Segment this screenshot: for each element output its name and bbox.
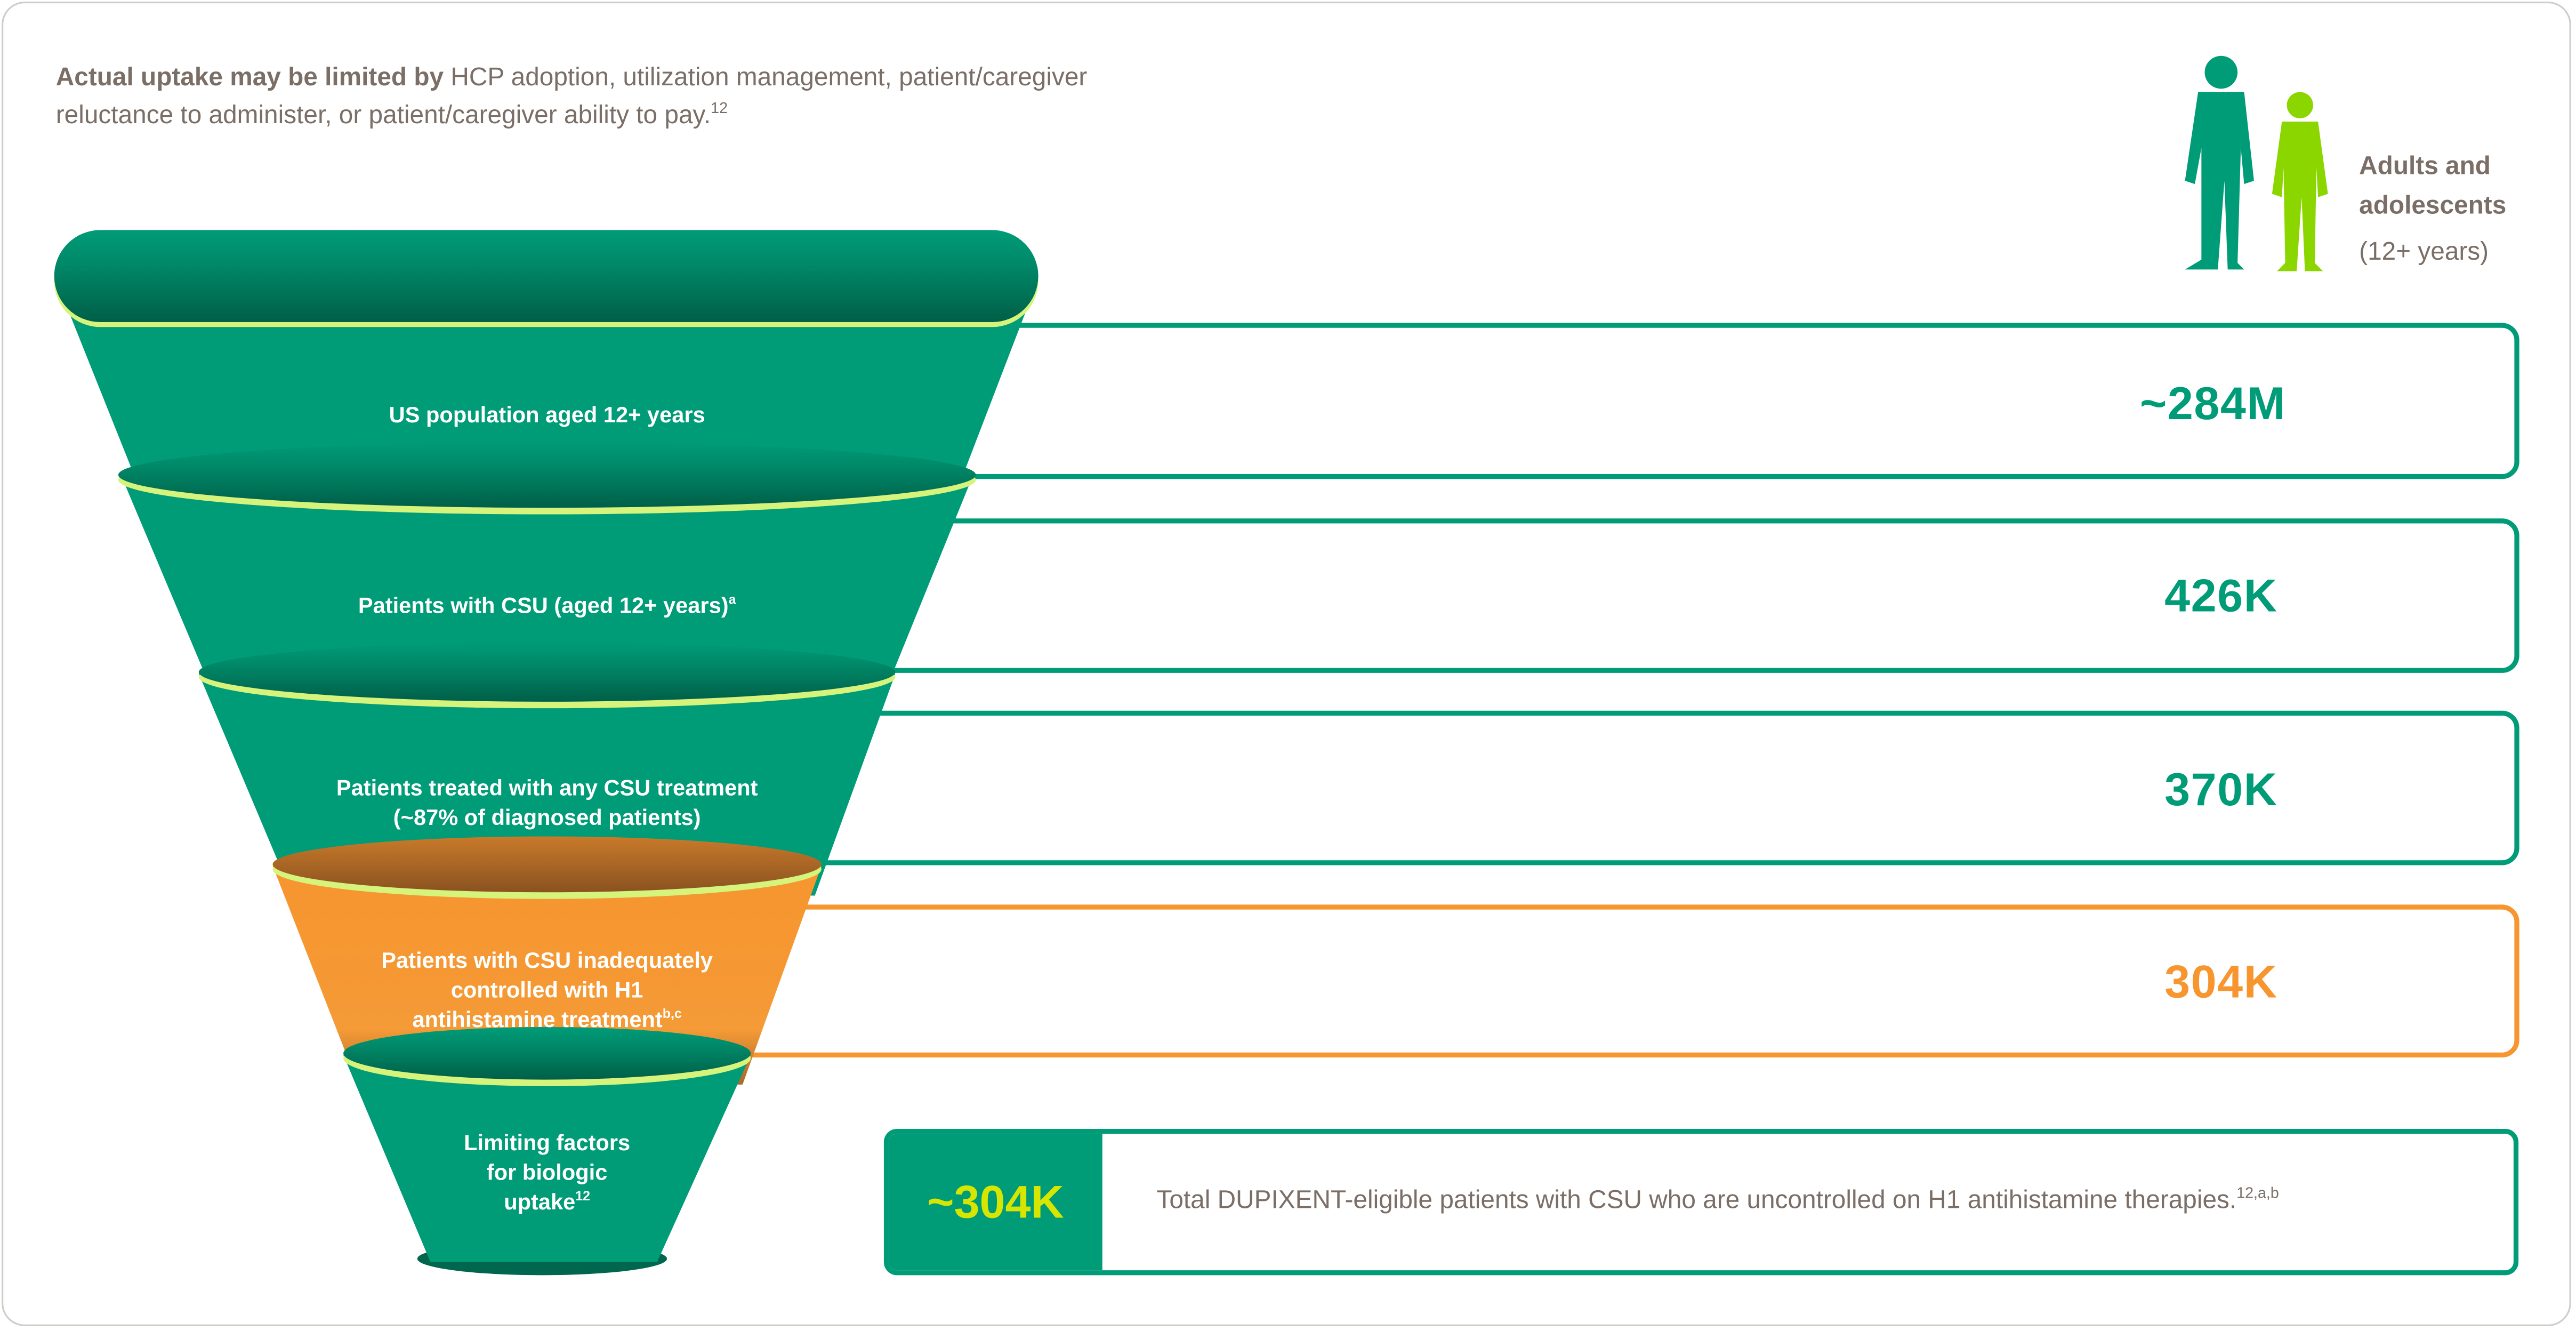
adolescent-silhouette-icon bbox=[2272, 92, 2328, 271]
value-csu-patients: 426K bbox=[2164, 570, 2278, 621]
audience-label: Adults and adolescents (12+ years) bbox=[2359, 148, 2506, 272]
intro-sup: 12 bbox=[711, 100, 728, 117]
value-inadequately-controlled: 304K bbox=[2164, 956, 2278, 1008]
funnel-label-5-line3: uptake bbox=[504, 1190, 576, 1215]
total-eligible-line: Total DUPIXENT-eligible patients with CS… bbox=[1156, 1185, 2279, 1217]
funnel-label-3-line2: (~87% of diagnosed patients) bbox=[393, 805, 701, 830]
funnel-label-2: Patients with CSU (aged 12+ years)a bbox=[358, 591, 736, 621]
funnel-layer-3-body bbox=[198, 673, 896, 896]
funnel-layer-5-body bbox=[343, 1055, 751, 1262]
funnel-label-4-line2: controlled with H1 bbox=[450, 977, 643, 1003]
funnel-layer-1-body bbox=[59, 287, 1035, 493]
intro-body: HCP adoption, utilization management, pa… bbox=[55, 64, 1088, 130]
audience-title-2: adolescents bbox=[2359, 192, 2507, 220]
value-us-population: ~284M bbox=[2139, 378, 2286, 429]
funnel-label-4-line1: Patients with CSU inadequately bbox=[381, 948, 713, 973]
funnel-layer-2-body bbox=[122, 476, 973, 687]
funnel-label-2-text: Patients with CSU (aged 12+ years) bbox=[358, 593, 729, 618]
funnel-label-2-sup: a bbox=[728, 592, 736, 607]
funnel-layer-3-cap bbox=[198, 642, 896, 702]
funnel-label-4-sup: b,c bbox=[662, 1006, 682, 1022]
funnel-label-5-sup: 12 bbox=[575, 1189, 591, 1204]
value-treated-patients: 370K bbox=[2164, 764, 2278, 815]
funnel-label-1: US population aged 12+ years bbox=[389, 401, 705, 430]
total-eligible-value: ~304K bbox=[889, 1134, 1102, 1271]
funnel-label-3: Patients treated with any CSU treatment … bbox=[336, 774, 758, 833]
funnel-label-5-line1: Limiting factors bbox=[464, 1130, 631, 1156]
funnel-label-4-line3: antihistamine treatment bbox=[412, 1007, 663, 1032]
funnel-label-1-text: US population aged 12+ years bbox=[389, 402, 705, 428]
adult-silhouette-icon bbox=[2185, 55, 2254, 270]
funnel-label-5-line2: for biologic bbox=[486, 1160, 608, 1185]
funnel-layer-2-cap bbox=[118, 442, 976, 508]
total-eligible-sup: 12,a,b bbox=[2236, 1185, 2279, 1202]
total-eligible-box: ~304K Total DUPIXENT-eligible patients w… bbox=[883, 1129, 2519, 1276]
funnel-layer-4-body bbox=[272, 866, 822, 1085]
audience-subtitle: (12+ years) bbox=[2359, 238, 2489, 267]
intro-bold: Actual uptake may be limited by bbox=[55, 64, 444, 92]
funnel-label-5: Limiting factors for biologic uptake12 bbox=[464, 1129, 630, 1217]
funnel-label-4: Patients with CSU inadequately controlle… bbox=[381, 947, 713, 1035]
funnel-layer-5-cap bbox=[343, 1027, 751, 1080]
intro-text: Actual uptake may be limited by HCP adop… bbox=[56, 59, 1206, 135]
total-eligible-text: Total DUPIXENT-eligible patients with CS… bbox=[1156, 1187, 2237, 1216]
funnel-layer-1-cap bbox=[54, 230, 1039, 322]
funnel-label-3-line1: Patients treated with any CSU treatment bbox=[336, 775, 758, 800]
audience-title-1: Adults and bbox=[2359, 153, 2491, 181]
funnel-layer-4-cap bbox=[272, 836, 822, 893]
total-eligible-description: Total DUPIXENT-eligible patients with CS… bbox=[1102, 1134, 2514, 1270]
